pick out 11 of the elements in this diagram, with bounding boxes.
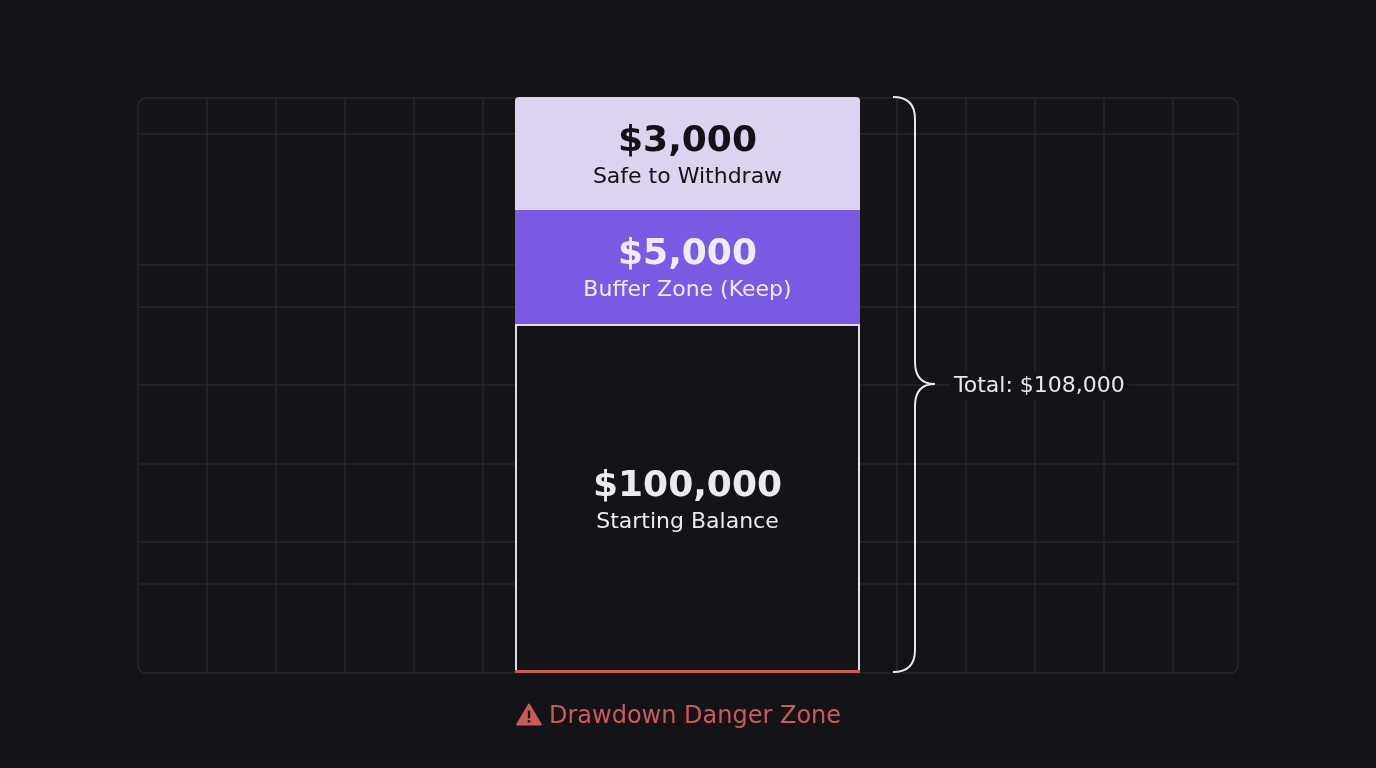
warning-label: Drawdown Danger Zone — [549, 700, 842, 730]
segment-label: Safe to Withdraw — [592, 161, 783, 190]
bar-segment — [515, 210, 860, 324]
total-label: Total: $108,000 — [950, 371, 1129, 399]
bar-segment — [515, 97, 860, 210]
segment-label: Buffer Zone (Keep) — [583, 275, 792, 303]
segment-label: Starting Balance — [596, 506, 779, 535]
amount-value: $100,000 — [593, 462, 782, 505]
amount-value: $3,000 — [618, 117, 757, 160]
bar-segment — [515, 324, 860, 673]
amount-value: $5,000 — [618, 231, 757, 273]
